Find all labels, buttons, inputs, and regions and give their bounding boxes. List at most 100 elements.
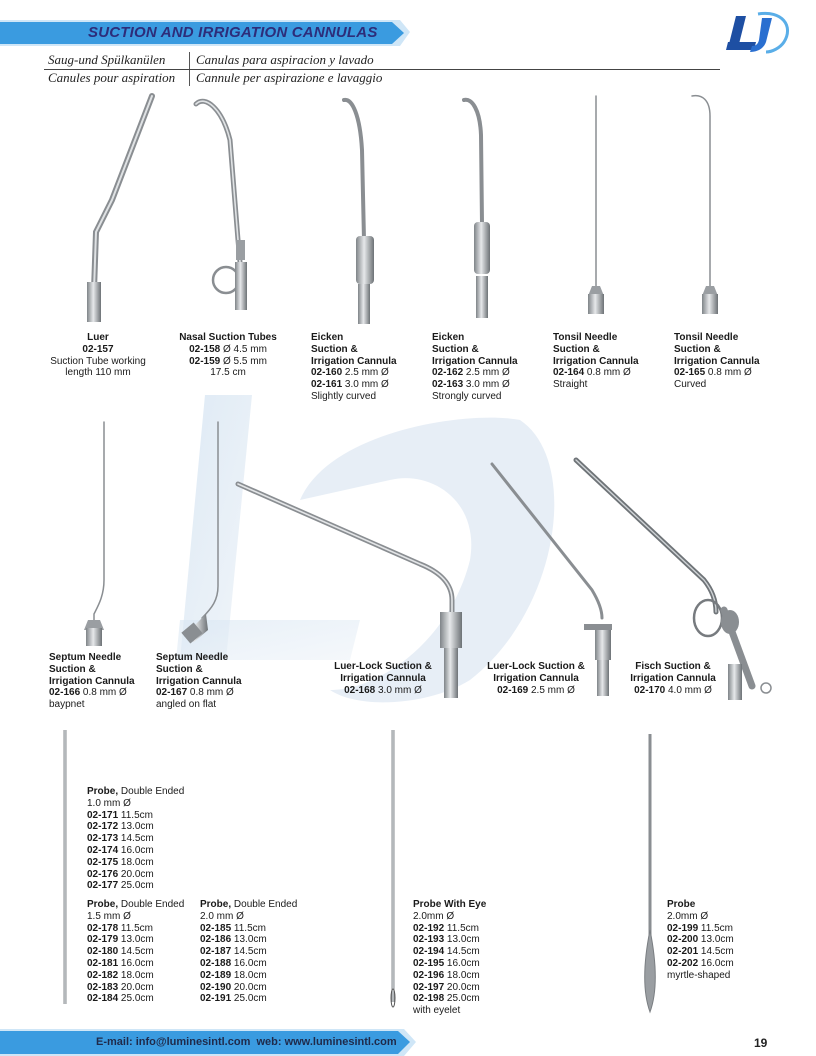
product-code: 02-189: [200, 969, 232, 981]
list-item: 02-171 11.5cm: [87, 810, 184, 822]
header-band: [0, 20, 410, 46]
product-size: 16.0cm: [446, 957, 480, 969]
product-code: 02-194: [413, 946, 445, 958]
product-eicken-slightly: Eicken Suction & Irrigation Cannula 02-1…: [311, 332, 397, 403]
product-note: with eyelet: [413, 1005, 461, 1017]
product-diameter: 2.0 mm Ø: [200, 910, 244, 922]
product-code: 02-199: [667, 922, 699, 934]
product-code: 02-183: [87, 981, 119, 993]
product-code: 02-187: [200, 946, 232, 958]
product-note: angled on flat: [156, 699, 217, 711]
product-size: 11.5cm: [120, 922, 153, 934]
product-size: 14.5cm: [120, 946, 154, 958]
product-septum-angled: Septum Needle Suction & Irrigation Cannu…: [156, 652, 242, 711]
product-size: 14.5cm: [446, 946, 480, 958]
list-item: 02-197 20.0cm: [413, 982, 486, 994]
product-size: 20.0cm: [120, 981, 154, 993]
probe-group-2mm: Probe, Double Ended 2.0 mm Ø 02-185 11.5…: [200, 899, 297, 1005]
product-septum-baypnet: Septum Needle Suction & Irrigation Cannu…: [49, 652, 135, 711]
product-size: 13.0cm: [446, 934, 480, 946]
product-luer-lock-3mm: Luer-Lock Suction & Irrigation Cannula 0…: [326, 661, 440, 696]
product-size: 20.0cm: [446, 981, 480, 993]
septum-needle-baypnet-image: [84, 421, 105, 646]
list-item: 02-178 11.5cm: [87, 923, 184, 935]
product-code: 02-177: [87, 880, 119, 892]
product-code: 02-201: [667, 946, 699, 958]
product-code: 02-181: [87, 957, 119, 969]
subtitle-rule: [44, 69, 720, 70]
luer-lock-cannula-3mm-image: [235, 481, 462, 698]
product-diameter: 1.5 mm Ø: [87, 910, 131, 922]
product-name: Irrigation Cannula: [630, 672, 716, 684]
product-name: Irrigation Cannula: [674, 355, 760, 367]
product-size: 13.0cm: [700, 934, 734, 946]
product-code: 02-184: [87, 993, 119, 1005]
product-code: 02-174: [87, 844, 119, 856]
product-note: Straight: [553, 379, 588, 391]
list-item: 02-188 16.0cm: [200, 958, 297, 970]
product-code: 02-165: [674, 367, 706, 379]
product-size: 11.5cm: [700, 922, 733, 934]
product-name: Probe,: [87, 899, 119, 910]
product-note: myrtle-shaped: [667, 969, 731, 981]
product-size: 18.0cm: [120, 856, 154, 868]
product-eicken-strongly: Eicken Suction & Irrigation Cannula 02-1…: [432, 332, 518, 403]
product-code: 02-171: [87, 809, 119, 821]
list-item: 02-199 11.5cm: [667, 923, 734, 935]
tonsil-needle-curved-image: [691, 94, 718, 314]
product-size: 25.0cm: [120, 993, 154, 1005]
product-size: 11.5cm: [446, 922, 479, 934]
product-name: Luer-Lock Suction &: [487, 661, 585, 672]
product-size: 3.0 mm Ø: [465, 379, 510, 391]
list-item: 02-176 20.0cm: [87, 869, 184, 881]
list-item: 02-189 18.0cm: [200, 970, 297, 982]
product-size: 25.0cm: [233, 993, 267, 1005]
product-size: 3.0 mm Ø: [378, 684, 422, 696]
product-size: 13.0cm: [233, 934, 267, 946]
product-name: Probe,: [87, 786, 119, 797]
product-code: 02-175: [87, 856, 119, 868]
probe-group-1.5mm: Probe, Double Ended 1.5 mm Ø 02-178 11.5…: [87, 899, 184, 1005]
subtitle-fr: Canules pour aspiration: [48, 70, 176, 85]
product-size: 2.5 mm Ø: [344, 367, 389, 379]
product-name: Irrigation Cannula: [49, 675, 135, 687]
list-item: 02-184 25.0cm: [87, 993, 184, 1005]
product-name: Irrigation Cannula: [553, 355, 639, 367]
subtitle-es: Canulas para aspiracion y lavado: [196, 52, 374, 67]
list-item: 02-177 25.0cm: [87, 880, 184, 892]
tonsil-needle-straight-image: [588, 95, 604, 314]
product-name: Suction &: [156, 663, 203, 675]
product-code: 02-185: [200, 922, 232, 934]
list-item: 02-190 20.0cm: [200, 982, 297, 994]
product-type: Double Ended: [120, 899, 185, 910]
product-code: 02-180: [87, 946, 119, 958]
list-item: 02-202 16.0cm: [667, 958, 734, 970]
product-code: 02-188: [200, 957, 232, 969]
probe-myrtle: Probe 2.0mm Ø 02-199 11.5cm 02-200 13.0c…: [667, 899, 734, 982]
product-name: Suction &: [432, 343, 479, 355]
probe-with-eye-image: [390, 730, 396, 1008]
product-size: 11.5cm: [120, 809, 153, 821]
product-luer-lock-2.5mm: Luer-Lock Suction & Irrigation Cannula 0…: [478, 661, 594, 696]
eicken-slightly-curved-image: [342, 97, 374, 324]
list-item: 02-173 14.5cm: [87, 833, 184, 845]
fisch-cannula-image: [573, 457, 772, 700]
product-code: 02-192: [413, 922, 445, 934]
product-fisch: Fisch Suction & Irrigation Cannula 02-17…: [624, 661, 722, 696]
product-note: Strongly curved: [432, 390, 502, 402]
product-type: Double Ended: [120, 786, 185, 797]
product-code: 02-158: [189, 343, 221, 355]
product-size: 11.5cm: [233, 922, 266, 934]
product-code: 02-160: [311, 367, 343, 379]
product-size: Ø 5.5 mm: [223, 355, 267, 367]
product-size: 14.5cm: [233, 946, 267, 958]
probe-myrtle-image: [644, 734, 656, 1014]
product-name: Tonsil Needle: [674, 332, 739, 343]
probe-with-eye: Probe With Eye 2.0mm Ø 02-192 11.5cm 02-…: [413, 899, 486, 1017]
product-size: 25.0cm: [120, 880, 154, 892]
product-code: 02-170: [634, 684, 666, 696]
product-size: 4.0 mm Ø: [668, 684, 712, 696]
product-code: 02-167: [156, 687, 188, 699]
product-name: Eicken: [311, 332, 344, 343]
